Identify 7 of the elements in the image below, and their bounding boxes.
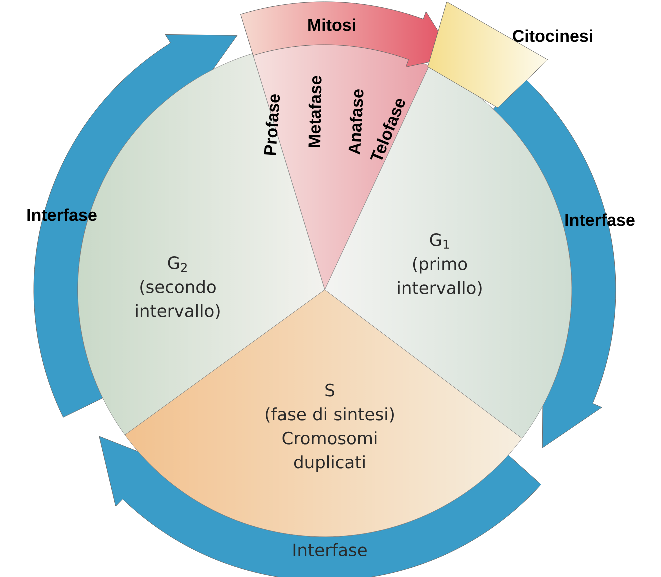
phase-label: Interfase <box>294 543 367 557</box>
phase-label: G$_{2}$ (secondo intervallo) <box>136 256 220 320</box>
phase-label: S (fase di sintesi) Cromosomi duplicati <box>266 384 394 472</box>
phase-label: G$_{1}$ (primo intervallo) <box>398 234 482 296</box>
phase-name: Metafase <box>308 76 322 148</box>
phase-name: Profase <box>264 94 280 156</box>
phase-name: Anafase <box>348 90 364 155</box>
